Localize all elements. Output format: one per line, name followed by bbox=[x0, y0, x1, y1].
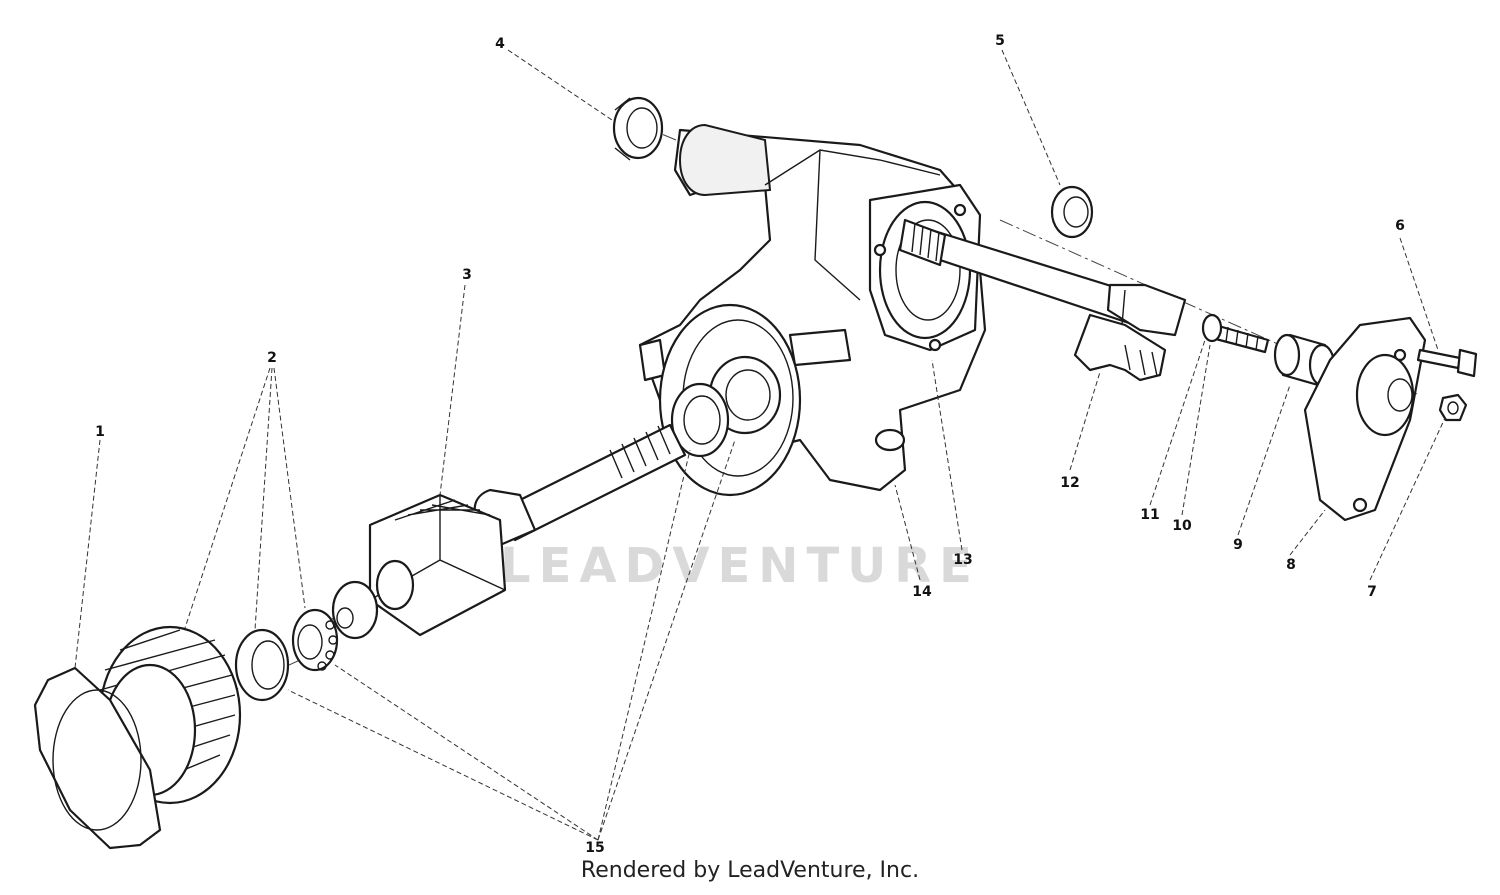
gasket-1-part[interactable] bbox=[33, 666, 162, 850]
bearing-15-cone-part[interactable] bbox=[291, 608, 339, 672]
callout-13: 13 bbox=[953, 552, 972, 568]
callout-9: 9 bbox=[1233, 537, 1243, 553]
callout-14: 14 bbox=[912, 584, 932, 600]
watermark-text: LEADVENTURE bbox=[500, 538, 980, 594]
callout-4: 4 bbox=[495, 36, 505, 52]
bearing-5-part[interactable] bbox=[1050, 185, 1094, 239]
callout-3: 3 bbox=[462, 267, 472, 283]
bearing-4-part[interactable] bbox=[612, 96, 664, 161]
callout-11: 11 bbox=[1140, 507, 1159, 523]
footer-credit: Rendered by LeadVenture, Inc. bbox=[580, 858, 920, 883]
output-shaft-part[interactable] bbox=[898, 218, 1187, 337]
seal-ring-2-part[interactable] bbox=[234, 628, 290, 702]
leader-lines bbox=[74, 49, 1446, 841]
washer-11-part[interactable] bbox=[1201, 313, 1223, 343]
worm-shaft-part[interactable] bbox=[331, 423, 687, 640]
shift-fork-part[interactable] bbox=[1073, 313, 1167, 382]
callout-7: 7 bbox=[1367, 584, 1377, 600]
callout-5: 5 bbox=[995, 33, 1005, 49]
cover-plate-8-part[interactable] bbox=[1303, 316, 1427, 522]
callout-10: 10 bbox=[1172, 518, 1192, 534]
callout-15: 15 bbox=[585, 840, 604, 856]
callout-2: 2 bbox=[267, 350, 277, 366]
bolt-6-part[interactable] bbox=[1416, 348, 1478, 378]
callout-8: 8 bbox=[1286, 557, 1296, 573]
callout-6: 6 bbox=[1395, 218, 1405, 234]
nut-7-part[interactable] bbox=[1438, 393, 1468, 422]
bearing-15-housing-part[interactable] bbox=[670, 382, 730, 458]
callout-labels: 1 2 3 4 5 6 7 8 9 10 11 12 13 14 15 bbox=[95, 33, 1405, 856]
callout-1: 1 bbox=[95, 424, 105, 440]
callout-12: 12 bbox=[1060, 475, 1079, 491]
